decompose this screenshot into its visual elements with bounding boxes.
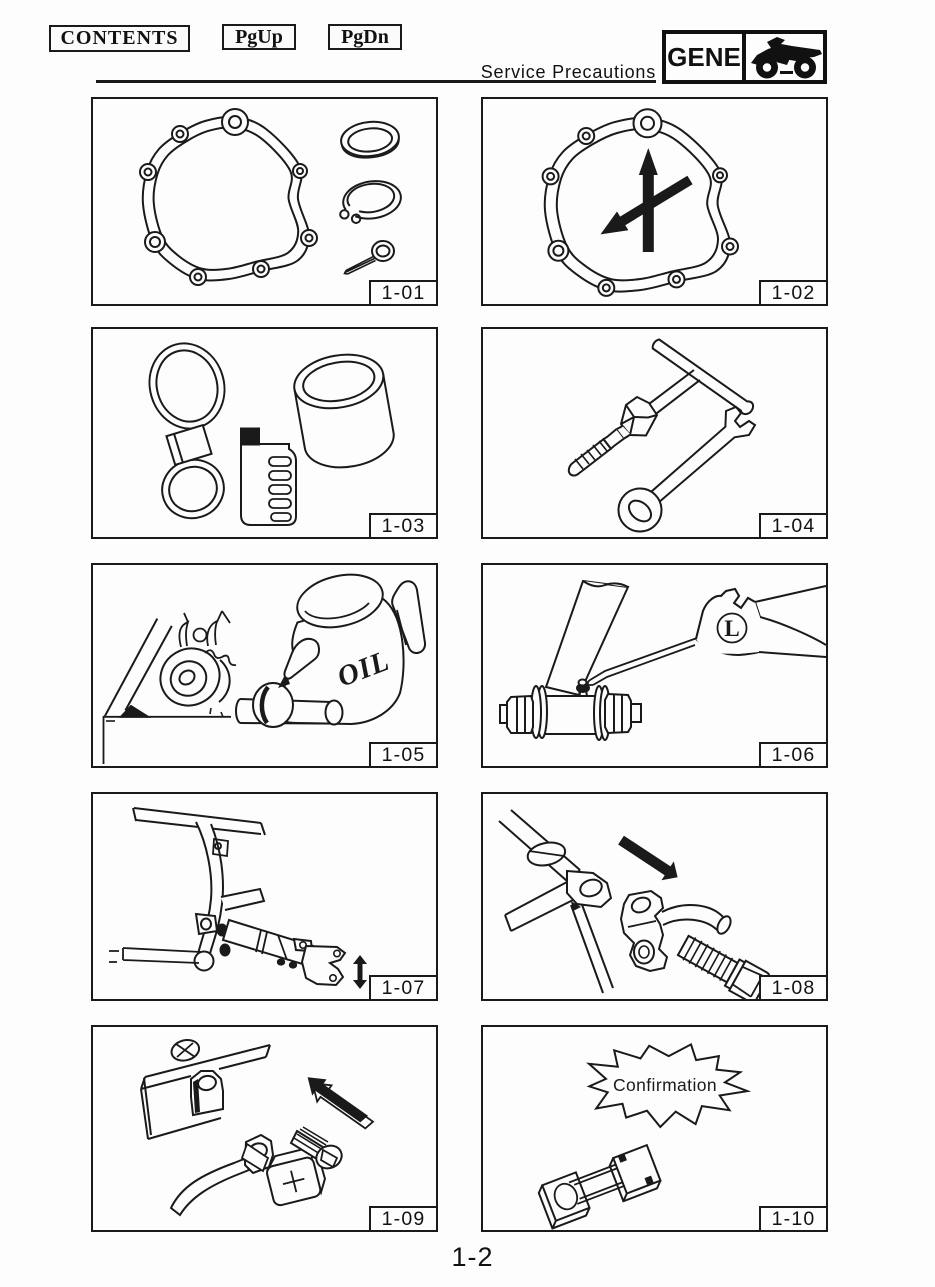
svg-text:L: L	[724, 616, 739, 641]
svg-text:Confirmation: Confirmation	[613, 1075, 717, 1095]
